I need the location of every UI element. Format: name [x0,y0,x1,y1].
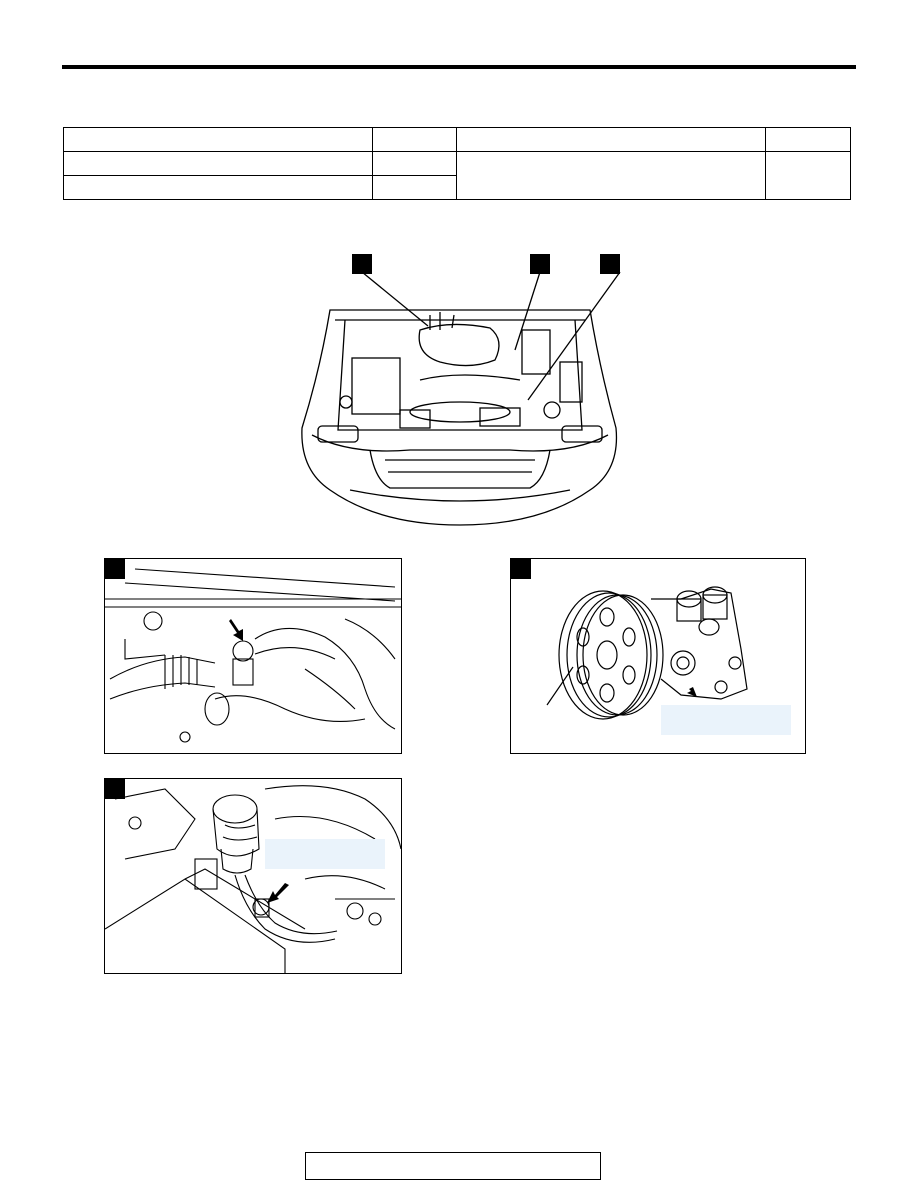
header-rule [62,65,856,69]
engine-compartment-overview [290,250,630,530]
table-cell [63,127,373,152]
detail-b-frame [510,558,806,754]
vehicle-front-drawing [301,254,621,526]
table-cell [456,151,766,200]
table-cell [372,151,457,176]
spec-table [63,127,851,200]
table-cell [63,151,373,176]
reservoir-hose-drawing [105,785,401,973]
table-cell [63,175,373,200]
table-cell [765,151,851,200]
detail-a-frame [104,558,402,754]
table-row [63,175,851,200]
table-row [63,151,851,200]
callout-marker [105,559,125,579]
footer-box [305,1152,601,1180]
table-row [63,127,851,152]
table-cell [372,175,457,200]
table-cell [765,127,851,152]
pump-pulley-drawing [546,586,791,735]
table-cell [372,127,457,152]
callout-marker [105,779,125,799]
callout-marker [511,559,531,579]
table-cell [456,127,766,152]
sensor-detail-drawing [105,568,401,743]
detail-c-frame [104,778,402,974]
